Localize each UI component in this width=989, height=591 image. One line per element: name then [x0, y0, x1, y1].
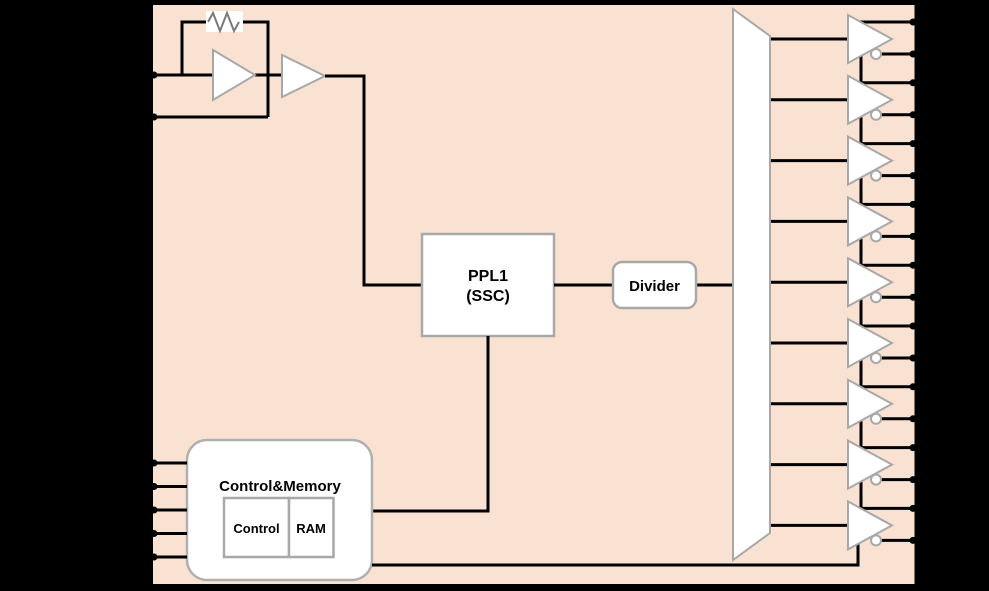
- osc-input-pin-dot: [150, 71, 158, 79]
- divider-block: Divider: [611, 260, 698, 310]
- pll-label-line2: (SSC): [466, 288, 510, 305]
- output-pin-dot: [909, 354, 917, 362]
- output-buffer: [771, 378, 917, 448]
- control-pin-dot: [150, 483, 158, 490]
- divider-label: Divider: [629, 278, 680, 295]
- output-pin-dot: [909, 293, 917, 301]
- output-pin-dot: [909, 50, 917, 58]
- buffer-triangle-icon: [847, 134, 895, 187]
- output-pin-dot: [909, 111, 917, 119]
- control-memory-block: Control&Memory Control RAM: [185, 438, 374, 582]
- pll-label-line1: PPL1: [468, 268, 508, 285]
- output-mux-trapezoid: [732, 7, 771, 562]
- output-pin-dot: [909, 415, 917, 423]
- pll-to-control-wire: [372, 336, 490, 513]
- output-buffer: [771, 13, 917, 83]
- inverter-bubble-icon: [870, 169, 882, 182]
- control-pin-dot: [150, 530, 158, 537]
- ram-box: [287, 496, 335, 559]
- control-box: [222, 496, 291, 559]
- output-pin-dot: [909, 444, 917, 452]
- pll-box: [420, 232, 556, 338]
- output-pin-dot: [909, 383, 917, 391]
- output-pin-dot: [909, 261, 917, 269]
- control-input-pins: [150, 459, 187, 561]
- control-to-buffer9-bus-wire: [372, 544, 860, 567]
- pll-block: PPL1 (SSC): [420, 232, 556, 338]
- output-buffer: [771, 256, 917, 326]
- control-pin-dot: [150, 506, 158, 514]
- control-memory-label: Control&Memory: [219, 478, 341, 495]
- output-pin-dot: [909, 18, 917, 26]
- output-pin-dot: [909, 536, 917, 544]
- output-pin-dot: [909, 140, 917, 148]
- inverter-bubble-icon: [870, 473, 882, 486]
- inverter-bubble-icon: [870, 108, 882, 121]
- control-label: Control: [233, 521, 279, 536]
- control-pin-dot: [150, 459, 158, 467]
- output-pin-dot: [909, 200, 917, 208]
- ram-label: RAM: [296, 521, 326, 536]
- output-pin-dot: [909, 476, 917, 484]
- inverter-bubble-icon: [870, 412, 882, 425]
- buffer-triangle-icon: [847, 317, 895, 369]
- output-buffer: [771, 74, 917, 144]
- output-buffer: [771, 134, 917, 205]
- osc-buffer-icon: [281, 53, 328, 99]
- crystal-oscillator-section: [150, 10, 422, 287]
- output-pin-dot: [909, 504, 917, 512]
- output-buffer: [771, 317, 917, 387]
- buffer-triangle-icon: [847, 256, 895, 308]
- divider-box: [611, 260, 698, 310]
- output-buffer: [771, 438, 917, 509]
- osc-amplifier-icon: [212, 48, 257, 102]
- inverter-bubble-icon: [870, 534, 882, 547]
- osc-to-pll-wire: [325, 74, 422, 287]
- output-pin-dot: [909, 79, 917, 87]
- resistor-icon: [207, 10, 240, 34]
- osc-output-pin-dot: [150, 113, 158, 121]
- control-pin-dot: [150, 553, 158, 561]
- output-buffer: [771, 195, 917, 266]
- inverter-bubble-icon: [870, 230, 882, 243]
- buffer-triangle-icon: [847, 438, 895, 491]
- output-buffer: [771, 499, 917, 552]
- buffer-triangle-icon: [847, 195, 895, 248]
- buffer-triangle-icon: [847, 378, 895, 430]
- output-pin-dot: [909, 322, 917, 330]
- output-buffer-bank: [771, 13, 917, 552]
- inverter-bubble-icon: [870, 291, 882, 304]
- buffer-triangle-icon: [847, 74, 895, 126]
- inverter-bubble-icon: [870, 48, 882, 60]
- buffer-triangle-icon: [847, 13, 895, 65]
- output-pin-dot: [909, 232, 917, 240]
- inverter-bubble-icon: [870, 352, 882, 364]
- output-pin-dot: [909, 172, 917, 180]
- buffer-triangle-icon: [847, 499, 895, 552]
